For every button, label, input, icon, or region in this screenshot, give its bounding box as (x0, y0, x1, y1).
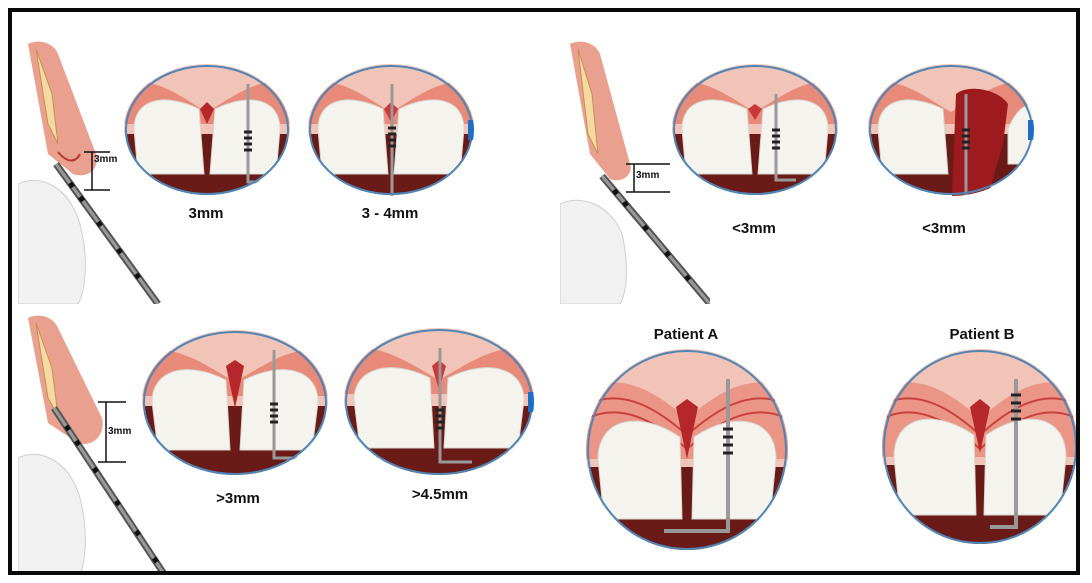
gum-probe-circle-lt3mm-a (672, 64, 838, 196)
caption-lt3mm-a: <3mm (732, 220, 776, 237)
probe-depth-measure: 3mm (636, 170, 659, 181)
gum-probe-circle-gt4-5mm (344, 328, 534, 476)
caption-lt3mm-b: <3mm (922, 220, 966, 237)
tooth-profile-icon (18, 308, 178, 575)
caption-gt3mm: >3mm (216, 490, 260, 507)
probe-depth-measure: 3mm (108, 426, 131, 437)
caption-3mm: 3mm (188, 205, 223, 222)
caption-3-4mm: 3 - 4mm (362, 205, 419, 222)
diagram-frame: 3mm 3mm 3 - 4mm (8, 8, 1080, 575)
gum-probe-circle-lt3mm-b (868, 64, 1034, 196)
patient-b-title: Patient B (949, 326, 1014, 343)
gum-probe-circle-3-4mm (308, 64, 474, 196)
gum-probe-circle-patient-b (882, 349, 1078, 545)
gum-probe-circle-patient-a (586, 349, 788, 551)
caption-gt4-5mm: >4.5mm (412, 486, 468, 503)
patient-a-title: Patient A (654, 326, 718, 343)
probe-depth-measure: 3mm (94, 154, 117, 165)
gum-probe-circle-gt3mm (142, 330, 328, 476)
gum-probe-circle-3mm (124, 64, 290, 196)
